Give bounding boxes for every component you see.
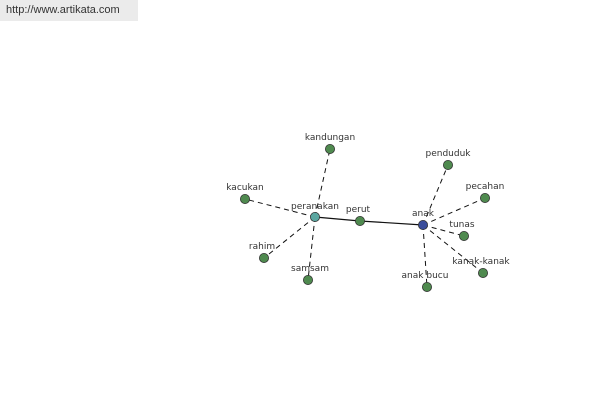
node-circle-pecahan[interactable] bbox=[479, 192, 490, 203]
node-label-anak-bucu: anak bucu bbox=[402, 271, 449, 281]
edge-peranakan-samsam bbox=[307, 216, 316, 281]
node-circle-kanak-kanak[interactable] bbox=[477, 267, 488, 278]
node-label-penduduk: penduduk bbox=[426, 149, 472, 159]
node-label-peranakan: peranakan bbox=[291, 202, 339, 212]
node-penduduk[interactable]: penduduk bbox=[426, 149, 472, 170]
edge-anak-penduduk bbox=[422, 164, 449, 226]
node-circle-penduduk[interactable] bbox=[442, 159, 453, 170]
node-samsam[interactable]: samsam bbox=[291, 264, 329, 285]
node-circle-perut[interactable] bbox=[354, 215, 365, 226]
node-anak[interactable]: anak bbox=[412, 209, 435, 230]
node-perut[interactable]: perut bbox=[346, 205, 371, 226]
node-label-samsam: samsam bbox=[291, 264, 329, 274]
edge-peranakan-kandungan bbox=[314, 148, 331, 218]
node-circle-kandungan[interactable] bbox=[324, 143, 335, 154]
edge-peranakan-perut bbox=[314, 216, 361, 222]
url-banner[interactable]: http://www.artikata.com bbox=[0, 0, 138, 21]
node-label-kacukan: kacukan bbox=[226, 183, 264, 193]
node-circle-samsam[interactable] bbox=[302, 274, 313, 285]
node-circle-kacukan[interactable] bbox=[239, 193, 250, 204]
node-pecahan[interactable]: pecahan bbox=[466, 182, 505, 203]
node-label-kandungan: kandungan bbox=[305, 133, 355, 143]
node-label-kanak-kanak: kanak-kanak bbox=[452, 257, 510, 267]
edge-peranakan-rahim bbox=[263, 216, 316, 259]
edges-layer bbox=[244, 148, 486, 288]
edge-peranakan-kacukan bbox=[244, 198, 316, 218]
node-label-rahim: rahim bbox=[249, 242, 275, 252]
node-circle-rahim[interactable] bbox=[258, 252, 269, 263]
node-label-anak: anak bbox=[412, 209, 435, 219]
node-kanak-kanak[interactable]: kanak-kanak bbox=[452, 257, 510, 278]
edge-anak-tunas bbox=[422, 224, 465, 237]
node-label-perut: perut bbox=[346, 205, 371, 215]
edge-anak-anak-bucu bbox=[422, 224, 428, 288]
node-circle-anak-bucu[interactable] bbox=[421, 281, 432, 292]
node-circle-tunas[interactable] bbox=[458, 230, 469, 241]
node-circle-peranakan[interactable] bbox=[309, 211, 320, 222]
node-peranakan[interactable]: peranakan bbox=[291, 202, 339, 222]
node-rahim[interactable]: rahim bbox=[249, 242, 275, 263]
node-anak-bucu[interactable]: anak bucu bbox=[402, 271, 449, 292]
node-kacukan[interactable]: kacukan bbox=[226, 183, 264, 204]
edge-anak-pecahan bbox=[422, 197, 486, 226]
edge-perut-anak bbox=[359, 220, 424, 226]
node-circle-anak[interactable] bbox=[417, 219, 428, 230]
edge-anak-kanak-kanak bbox=[422, 224, 484, 274]
node-kandungan[interactable]: kandungan bbox=[305, 133, 355, 154]
node-tunas[interactable]: tunas bbox=[449, 220, 475, 241]
nodes-layer: peranakan perut anak kandungan kacukan rahim s… bbox=[226, 133, 510, 292]
node-label-tunas: tunas bbox=[449, 220, 474, 230]
node-label-pecahan: pecahan bbox=[466, 182, 505, 192]
